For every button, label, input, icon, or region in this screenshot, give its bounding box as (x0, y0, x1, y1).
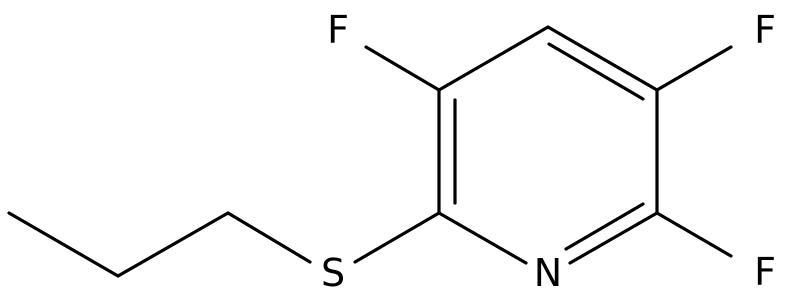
ring-bond-c1-c2 (437, 25, 550, 92)
ring-bond-c2-c3 (546, 25, 659, 92)
atom-fluorine-top-left: F (327, 8, 349, 52)
bond-c3-fluorine (655, 45, 733, 92)
bond-ch2-ch2 (116, 211, 230, 278)
ring-bond-c4-n (568, 211, 659, 265)
atom-fluorine-top-right: F (754, 8, 776, 52)
atom-nitrogen: N (534, 251, 562, 295)
ring-bond-c4-n-inner (564, 202, 645, 251)
bond-ch2-ch3 (7, 211, 120, 278)
bond-c1-fluorine (364, 45, 441, 92)
bond-c5-sulfur (353, 211, 441, 264)
bond-sulfur-ch2 (226, 211, 312, 264)
atom-sulfur: S (321, 251, 345, 295)
ring-bond-c2-c3-inner (547, 42, 645, 101)
atom-fluorine-bottom-right: F (754, 250, 776, 294)
bond-c4-fluorine (655, 211, 733, 258)
ring-bond-n-c5 (437, 211, 528, 265)
